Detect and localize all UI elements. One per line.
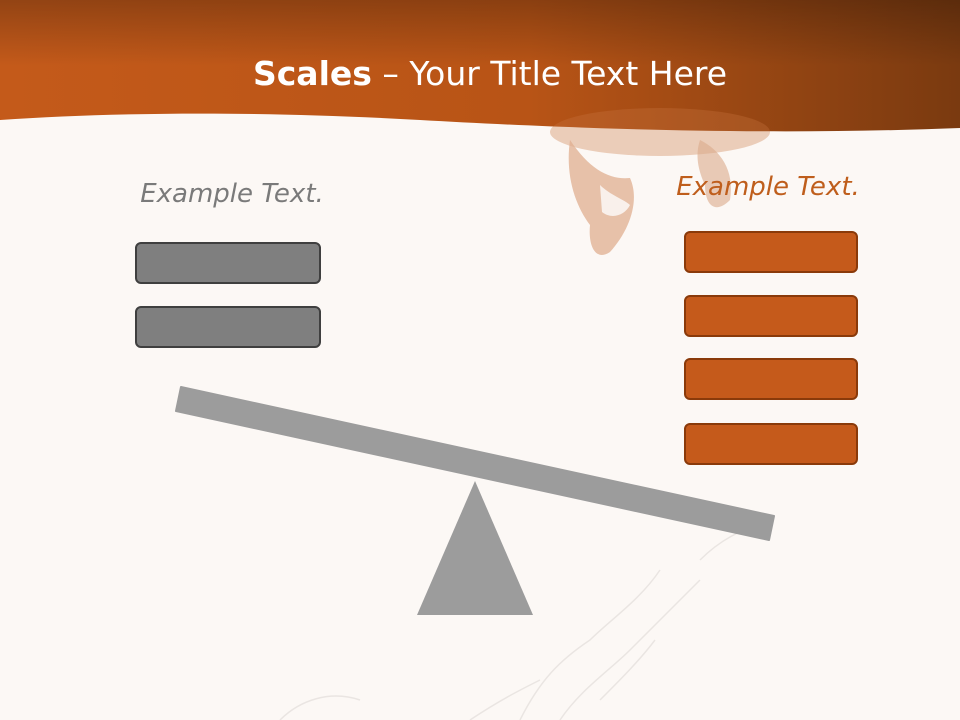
title-rest: – Your Title Text Here bbox=[371, 54, 728, 93]
right-box-3 bbox=[684, 358, 858, 400]
right-box-4 bbox=[684, 423, 858, 465]
right-box-2 bbox=[684, 295, 858, 337]
right-example-label: Example Text. bbox=[676, 172, 860, 202]
right-box-1 bbox=[684, 231, 858, 273]
left-box-1 bbox=[135, 242, 321, 284]
left-box-2 bbox=[135, 306, 321, 348]
scale-beam bbox=[175, 386, 775, 541]
title-bold: Scales bbox=[252, 54, 372, 93]
slide-title: Scales – Your Title Text Here bbox=[0, 52, 960, 96]
left-example-label: Example Text. bbox=[140, 179, 324, 209]
fulcrum-triangle bbox=[417, 481, 533, 615]
fish-decoration bbox=[550, 108, 770, 255]
